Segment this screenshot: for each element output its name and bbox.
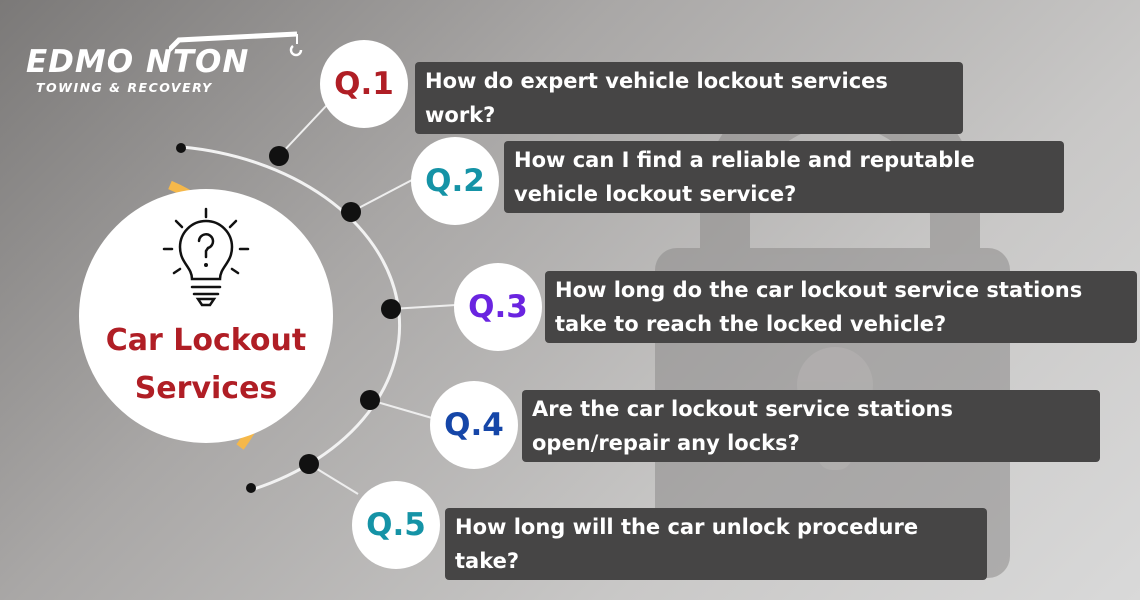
hub-title: Car Lockout Services bbox=[105, 323, 307, 406]
central-hub: Car Lockout Services bbox=[79, 189, 333, 443]
question-4-badge: Q.4 bbox=[430, 381, 518, 469]
question-2-text-box: How can I find a reliable and reputable … bbox=[504, 141, 1064, 213]
brand-tagline: TOWING & RECOVERY bbox=[36, 80, 213, 95]
question-1-text-box: How do expert vehicle lockout services w… bbox=[415, 62, 963, 134]
question-2-text: How can I find a reliable and reputable … bbox=[514, 148, 975, 206]
connector-arc bbox=[181, 145, 402, 492]
brand-logo: EDMO NTON TOWING & RECOVERY bbox=[26, 31, 316, 104]
question-5-badge: Q.5 bbox=[352, 481, 440, 569]
question-1-number: Q.1 bbox=[334, 66, 394, 102]
question-5-text-box: How long will the car unlock procedure t… bbox=[445, 508, 987, 580]
question-5-number: Q.5 bbox=[366, 507, 426, 543]
question-4-text-box: Are the car lockout service stations ope… bbox=[522, 390, 1100, 462]
question-4-number: Q.4 bbox=[444, 407, 504, 443]
question-2-badge: Q.2 bbox=[411, 137, 499, 225]
question-2-number: Q.2 bbox=[425, 163, 485, 199]
question-1-text: How do expert vehicle lockout services w… bbox=[425, 69, 888, 127]
arc-dots bbox=[176, 143, 401, 493]
question-3-badge: Q.3 bbox=[454, 263, 542, 351]
brand-name: EDMO NTON bbox=[26, 44, 250, 80]
question-3-number: Q.3 bbox=[468, 289, 528, 325]
question-4-text: Are the car lockout service stations ope… bbox=[532, 397, 954, 455]
lightbulb-question-icon bbox=[162, 207, 250, 307]
question-5-text: How long will the car unlock procedure t… bbox=[455, 515, 919, 573]
tow-hook-icon bbox=[169, 31, 303, 57]
question-3-text-box: How long do the car lockout service stat… bbox=[545, 271, 1137, 343]
question-1-badge: Q.1 bbox=[320, 40, 408, 128]
question-3-text: How long do the car lockout service stat… bbox=[555, 278, 1083, 336]
